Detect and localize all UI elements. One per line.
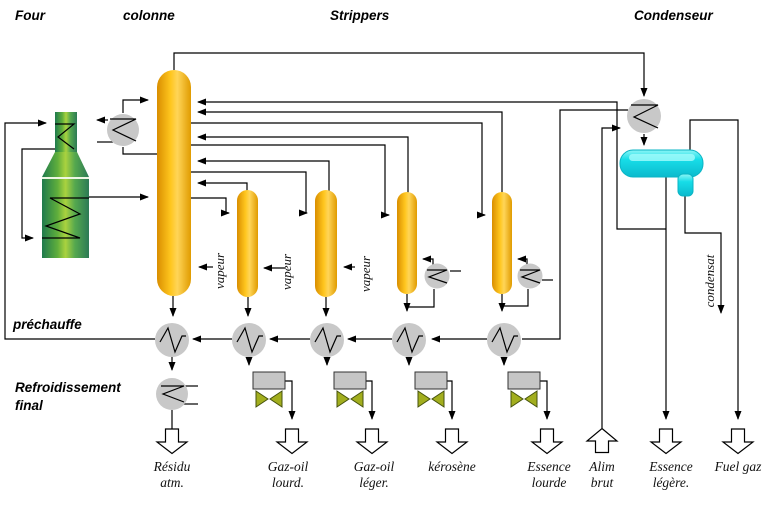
final-cooling-label-line1: Refroidissement [15,380,121,395]
preheat-exchanger-5 [487,323,521,357]
stripper4-reboiler-loop [502,289,529,307]
overhead-line [173,52,648,97]
air-cooler-2 [333,371,367,408]
return-from-stripper2 [197,157,330,191]
product-arrows [155,427,755,455]
draw-to-stripper3 [191,144,390,219]
preheat-exchanger-1 [155,323,189,357]
pumparound-return-line [122,96,149,113]
fan-icon [336,390,350,408]
return-from-stripper1 [197,179,248,191]
feed-to-furnace-line [4,119,155,340]
preheat-exchanger-4 [392,323,426,357]
final-cooler-exchanger [156,378,188,410]
air-cooler-1 [252,371,286,408]
reflux-line [197,98,666,230]
product-label-kerosene: kérosène [428,459,476,474]
alim-brut-riser [601,124,621,428]
fan-icon [510,390,524,408]
reflux-drum-boot [677,173,694,197]
pumparound-exchanger [107,114,139,146]
product-arrow-essence-lourde [530,428,564,455]
fan-icon [269,390,283,408]
return-from-stripper4 [197,108,503,193]
product-arrow-gazoil-leger [355,428,389,455]
product-label-fuel-gaz: Fuel gaz [714,459,762,474]
fuel-gas-line [689,119,742,420]
condenser-title: Condenseur [634,8,713,23]
product-arrow-kerosene [435,428,469,455]
stripper-2 [315,190,337,297]
reflux-drum-highlight [629,154,695,161]
fan-icon [350,390,364,408]
furnace-neck-coil [55,123,76,150]
furnace [42,112,89,258]
cooler2-outlet [366,380,376,420]
column-title: colonne [123,8,175,23]
condensat-label: condensat [702,254,717,308]
preheat-exchanger-2 [232,323,266,357]
air-coolers [252,371,541,408]
return-from-stripper3 [197,133,409,193]
draw-to-stripper2 [191,171,308,217]
fan-icon [431,390,445,408]
stripper-4 [492,192,512,294]
product-arrow-residu [155,428,189,455]
steam-label-stripper1: vapeur [279,253,294,291]
fan-icon [524,390,538,408]
exchangers [107,99,661,410]
condenser-exchanger [627,99,661,133]
fan-icon [255,390,269,408]
furnace-body-coil [42,197,89,239]
stripper3-reboiler [424,263,450,289]
air-cooler-3 [414,371,448,408]
feed-arrow-alim-brut [585,427,619,454]
pumparound-draw-line [122,147,157,155]
condensat-line [684,196,725,314]
cooler4-outlet [540,380,551,420]
stripper3-reboiler-loop [407,289,435,308]
furnace-title: Four [15,8,45,23]
strippers-title: Strippers [330,8,390,23]
fan-icon [417,390,431,408]
steam-label-stripper2: vapeur [358,255,373,293]
furnace-shoulder [42,152,89,177]
main-column [157,70,191,296]
crude-from-condenser [522,109,628,340]
pipes [4,52,742,429]
reflux-drum [619,149,704,197]
furnace-crossover-line [21,148,74,242]
draw-to-stripper4 [191,122,486,219]
cooler3-outlet [447,380,456,420]
cooler1-outlet [285,380,296,420]
furnace-neck [55,112,77,153]
stripper-1 [237,190,258,297]
preheat-exchanger-3 [310,323,344,357]
stripper4-reboiler-return [517,255,528,265]
final-cooling-label-line2: final [15,398,43,413]
stripper4-reboiler [517,263,543,289]
draw-to-stripper1 [191,197,230,217]
product-arrow-gazoil-lourd [275,428,309,455]
preheat-section-label: préchauffe [13,317,82,332]
product-arrow-fuel-gaz [721,428,755,455]
stripper3-reboiler-return [422,255,434,265]
stripper-3 [397,192,417,294]
product-arrow-essence-legere [649,428,683,455]
steam-label-column: vapeur [212,252,227,290]
air-cooler-4 [507,371,541,408]
